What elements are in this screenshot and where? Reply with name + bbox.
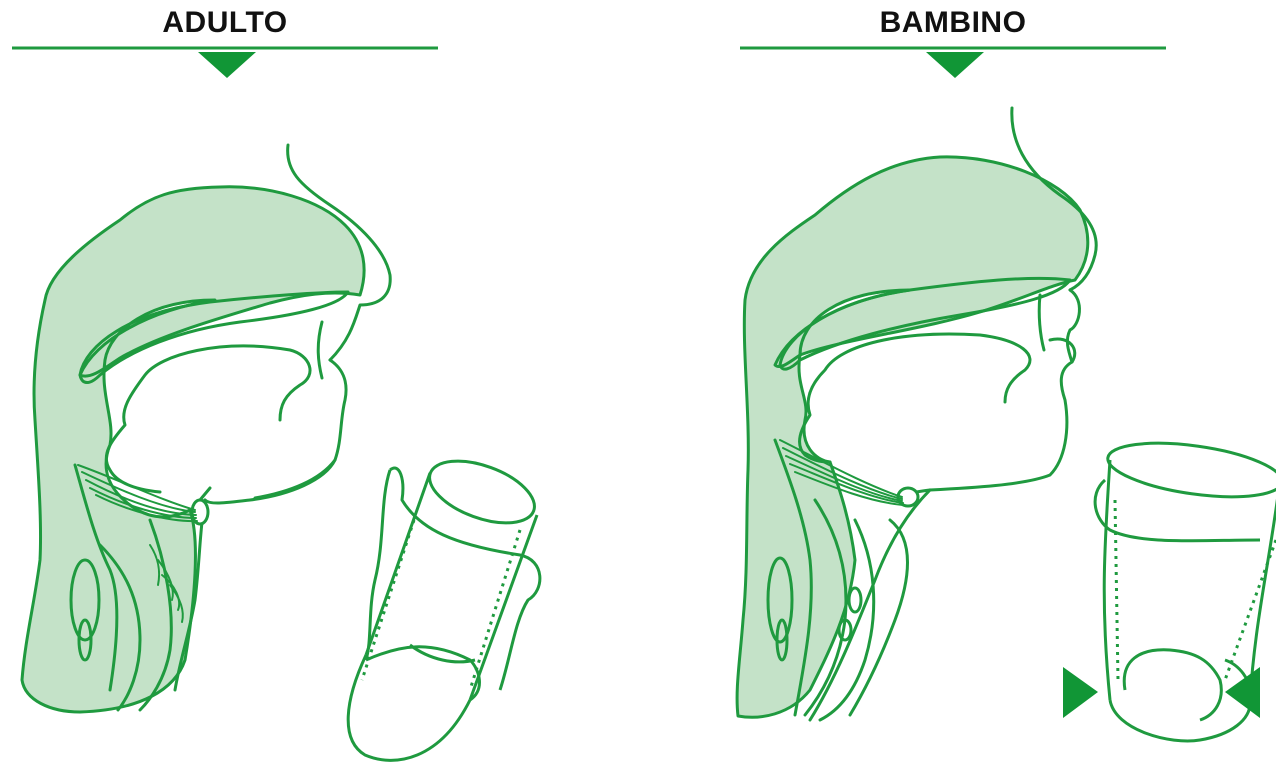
adult-tongue-outline xyxy=(106,346,310,492)
adult-cylinder-top xyxy=(421,449,542,535)
child-left-arrow-marker xyxy=(1063,667,1098,718)
adult-larynx-cylinder xyxy=(348,449,542,761)
child-head-shading xyxy=(737,157,1088,717)
child-tongue-outline xyxy=(800,334,1030,462)
child-funnel-top xyxy=(1105,434,1276,506)
child-diagram xyxy=(640,0,1276,765)
child-pointer-marker xyxy=(926,52,984,78)
adult-chin-outline xyxy=(255,460,335,498)
adult-diagram xyxy=(0,0,640,765)
adult-cylinder-dotted-right xyxy=(470,530,520,690)
adult-pointer-marker xyxy=(198,52,256,78)
adult-panel: ADULTO xyxy=(0,0,640,765)
adult-cylinder-dotted-left xyxy=(362,520,414,680)
child-funnel-dotted-left xyxy=(1115,500,1118,680)
adult-cricoid xyxy=(366,647,479,700)
child-panel: BAMBINO xyxy=(640,0,1276,765)
child-cricoid xyxy=(1124,650,1221,720)
adult-head-shading xyxy=(22,187,364,712)
